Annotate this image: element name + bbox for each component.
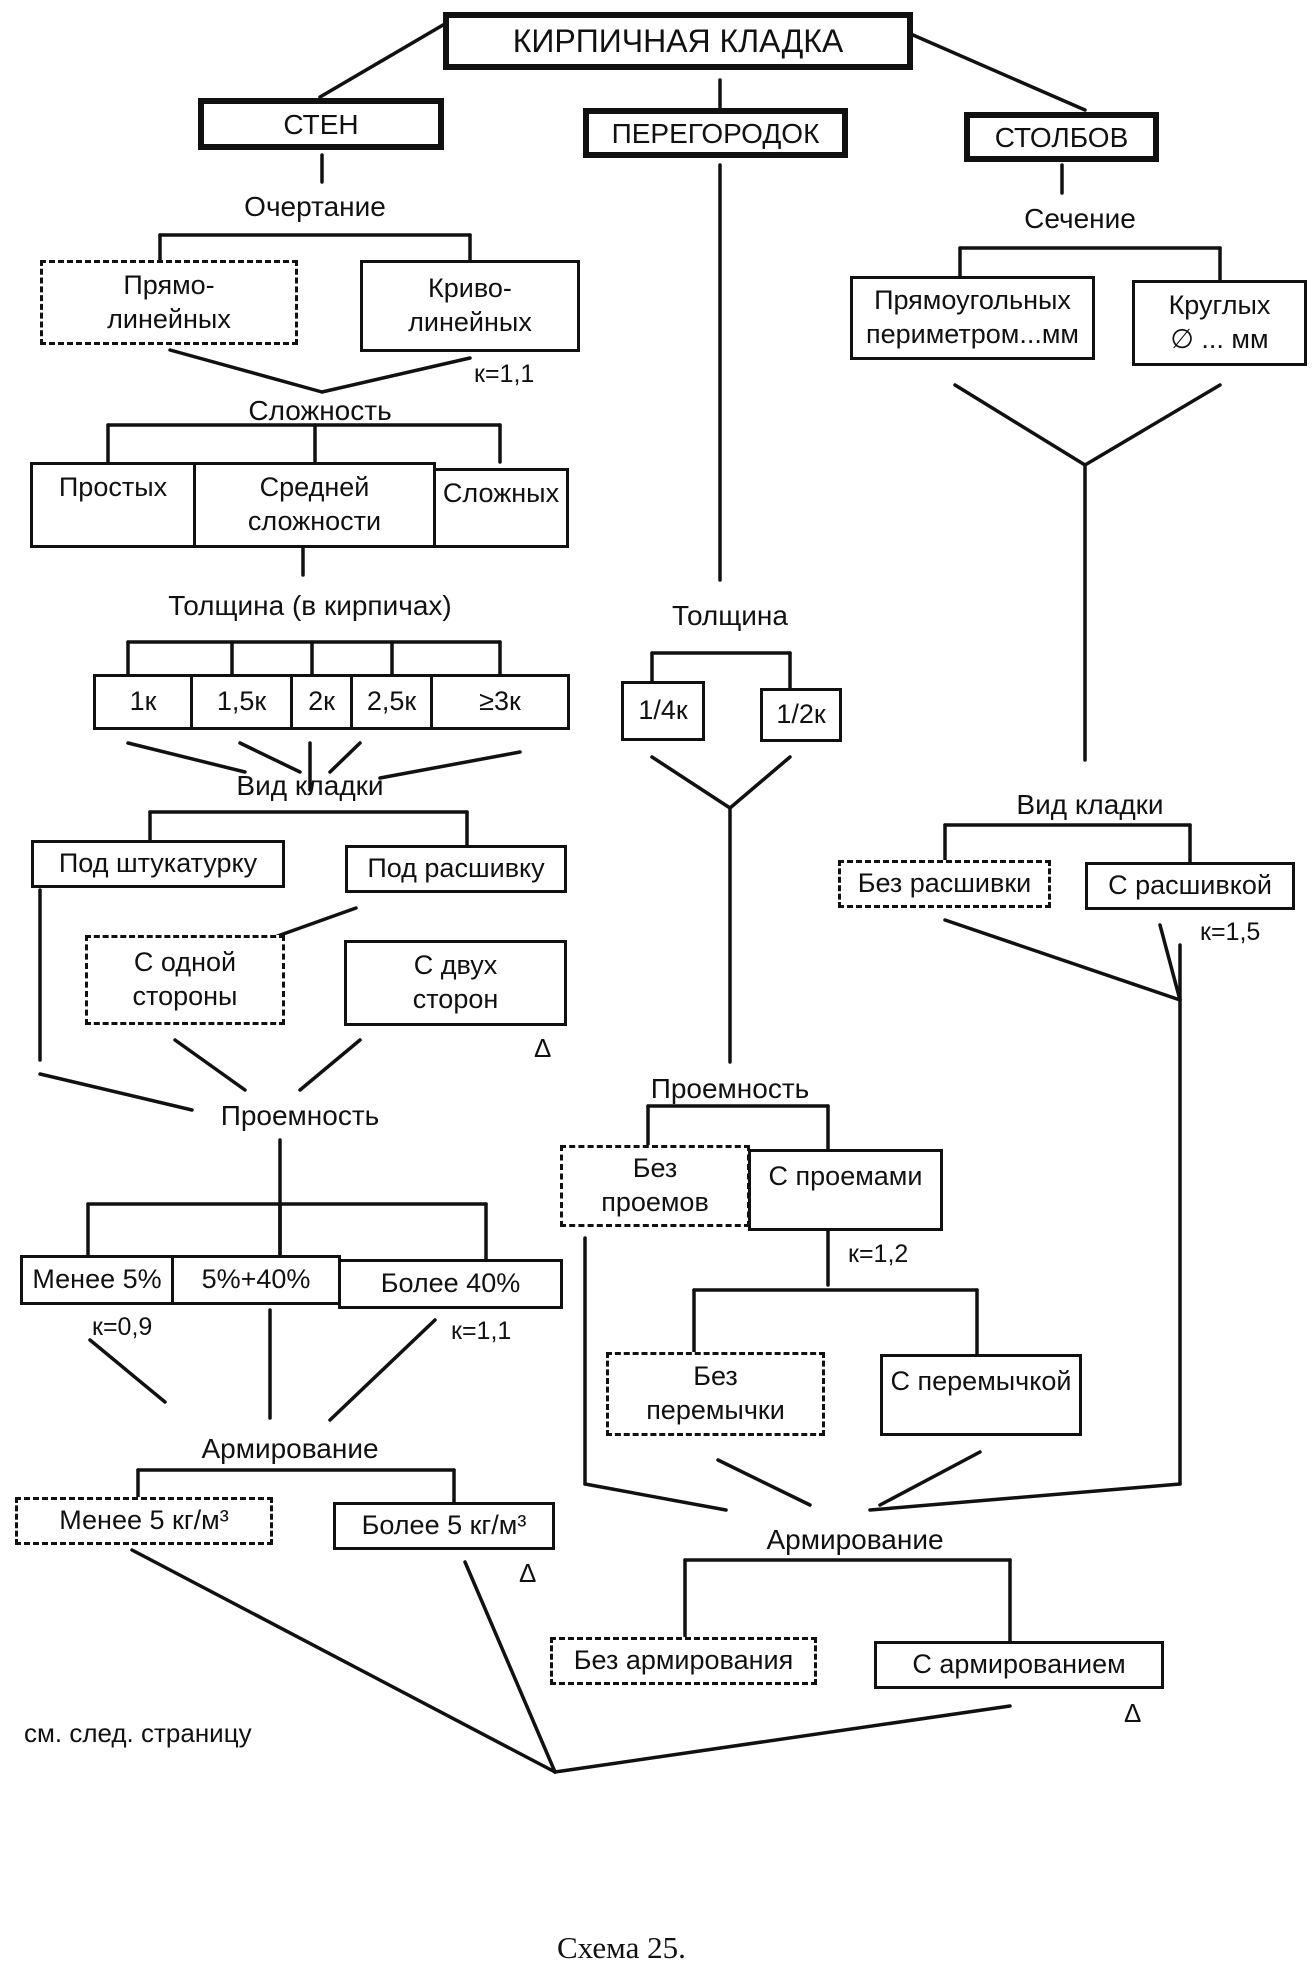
partitions-thick-half: 1/2к [760, 688, 842, 742]
partitions-with-openings: С проемами [748, 1149, 943, 1231]
walls-outline-curved: Криво- линейных [360, 260, 580, 352]
columns-no-pointing: Без расшивки [838, 860, 1051, 908]
walls-thickness-2-5: 2,5к [350, 674, 433, 730]
columns-section-label: Сечение [1024, 203, 1136, 234]
connector-line [650, 755, 732, 810]
connector-line [1083, 383, 1222, 467]
partitions-box: ПЕРЕГОРОДОК [583, 108, 848, 158]
caption: Схема 25. [557, 1930, 686, 1965]
walls-side-two: С двух сторон [344, 940, 567, 1026]
connector-line [88, 1338, 167, 1404]
connector-line [463, 1560, 557, 1774]
connector-line [716, 1458, 812, 1507]
walls-thickness-1-5: 1,5к [190, 674, 293, 730]
connector-line [130, 1548, 557, 1774]
columns-with-pointing: С расшивкой [1085, 862, 1295, 910]
walls-masonry-plaster: Под штукатурку [31, 840, 285, 888]
walls-outline-straight: Прямо- линейных [40, 260, 298, 345]
walls-complexity-medium: Средней сложности [193, 462, 436, 548]
walls-side-one: С одной стороны [85, 935, 285, 1025]
connector-line [728, 755, 792, 810]
connector-line [38, 1072, 194, 1112]
walls-k-curved: к=1,1 [474, 360, 535, 388]
walls-masonry-label: Вид кладки [236, 770, 384, 801]
connector-line [318, 23, 445, 99]
walls-reinf-more: Более 5 кг/м³ [333, 1502, 555, 1550]
walls-masonry-pointing: Под расшивку [345, 845, 567, 893]
walls-openness-less: Менее 5% [20, 1255, 174, 1305]
walls-complexity-complex: Сложных [433, 468, 569, 548]
columns-k-pointing: к=1,5 [1200, 918, 1261, 946]
walls-openness-label: Проемность [220, 1100, 380, 1131]
walls-complexity-simple: Простых [30, 462, 196, 548]
partitions-with-reinf: С армированием [874, 1641, 1164, 1689]
columns-masonry-label: Вид кладки [1016, 789, 1164, 820]
connector-line [126, 741, 247, 774]
columns-box: СТОЛБОВ [964, 112, 1159, 162]
walls-openness-more: Более 40% [338, 1259, 563, 1309]
walls-reinf-less: Менее 5 кг/м³ [15, 1497, 273, 1545]
connector-line [168, 348, 324, 394]
partitions-no-reinf: Без армирования [550, 1637, 817, 1685]
footer-note: см. след. страницу [24, 1718, 252, 1748]
walls-thickness-3plus: ≥3к [430, 674, 570, 730]
walls-k-more: к=1,1 [451, 1317, 512, 1345]
root-box: КИРПИЧНАЯ КЛАДКА [443, 12, 913, 70]
partitions-thick-quarter: 1/4к [621, 681, 705, 741]
walls-thickness-2: 2к [290, 674, 353, 730]
connector-line [320, 356, 472, 394]
partitions-no-lintel: Без перемычки [606, 1352, 825, 1436]
columns-rect: Прямоугольных периметром...мм [850, 276, 1095, 360]
walls-box: СТЕН [198, 98, 444, 150]
walls-reinf-label: Армирование [201, 1433, 379, 1464]
partitions-thickness-label: Толщина [672, 600, 788, 631]
walls-thickness-label: Толщина (в кирпичах) [168, 590, 452, 621]
connector-line [878, 1450, 982, 1507]
walls-openness-mid: 5%+40% [171, 1255, 341, 1305]
partitions-with-lintel: С перемычкой [880, 1354, 1082, 1436]
connector-line [298, 1038, 362, 1092]
walls-delta-1: Δ [534, 1033, 552, 1063]
connector-line [868, 1482, 1182, 1512]
connector-line [1158, 923, 1182, 1002]
connector-line [328, 741, 362, 774]
walls-thickness-1: 1к [93, 674, 193, 730]
connector-line [583, 1482, 728, 1512]
connector-line [328, 1318, 437, 1422]
connector-line [553, 1704, 1012, 1774]
connector-line [173, 1038, 247, 1092]
connector-line [378, 750, 522, 780]
walls-complexity-label: Сложность [248, 395, 392, 426]
partitions-reinf-label: Армирование [766, 1524, 944, 1555]
partitions-delta: Δ [1124, 1698, 1142, 1728]
walls-delta-2: Δ [519, 1558, 537, 1588]
walls-k-less: к=0,9 [92, 1313, 153, 1341]
connector-line [238, 741, 302, 774]
partitions-no-openings: Без проемов [560, 1145, 750, 1227]
connector-line [911, 33, 1087, 112]
connector-line [943, 918, 1182, 1002]
connector-line [270, 906, 358, 940]
walls-outline-label: Очертание [244, 191, 386, 222]
partitions-openness-label: Проемность [650, 1073, 810, 1104]
partitions-k-openings: к=1,2 [848, 1240, 909, 1268]
columns-round: Круглых ∅ ... мм [1132, 280, 1307, 366]
connector-line [953, 383, 1087, 467]
